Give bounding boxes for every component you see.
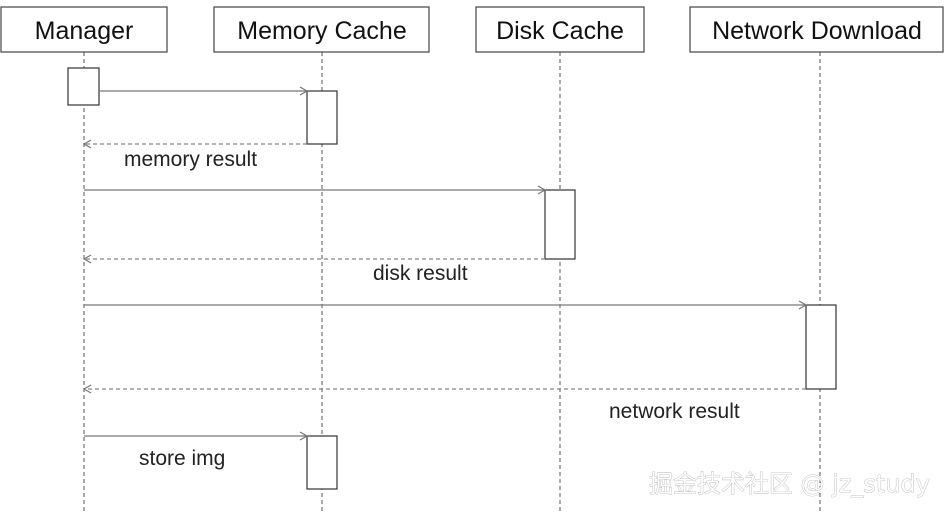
activation-disk-cache	[544, 189, 576, 260]
participant-label: Manager	[35, 17, 134, 45]
message-memory-result: memory result	[82, 139, 307, 171]
participant-memory-cache: Memory Cache	[213, 6, 430, 53]
message-label: store img	[139, 447, 225, 470]
message-request-memory	[99, 86, 309, 96]
message-store-img: store img	[84, 431, 309, 470]
activation-memory-cache	[306, 90, 338, 145]
activation-network-download	[805, 304, 837, 390]
participant-label: Network Download	[712, 17, 922, 45]
participant-network-download: Network Download	[689, 6, 944, 53]
participant-label: Disk Cache	[496, 17, 624, 45]
participant-label: Memory Cache	[237, 17, 407, 45]
message-network-result: network result	[82, 384, 806, 423]
participant-manager: Manager	[0, 6, 168, 53]
message-label: network result	[609, 400, 740, 423]
message-label: disk result	[373, 262, 468, 285]
participant-disk-cache: Disk Cache	[475, 6, 645, 53]
message-request-network	[84, 300, 808, 310]
message-label: memory result	[124, 148, 257, 171]
activation-memory-cache-store	[306, 435, 338, 490]
message-request-disk	[84, 185, 547, 195]
watermark-text: 掘金技术社区 @ jz_study	[649, 470, 930, 498]
message-disk-result: disk result	[82, 254, 545, 285]
activation-manager	[67, 67, 100, 106]
